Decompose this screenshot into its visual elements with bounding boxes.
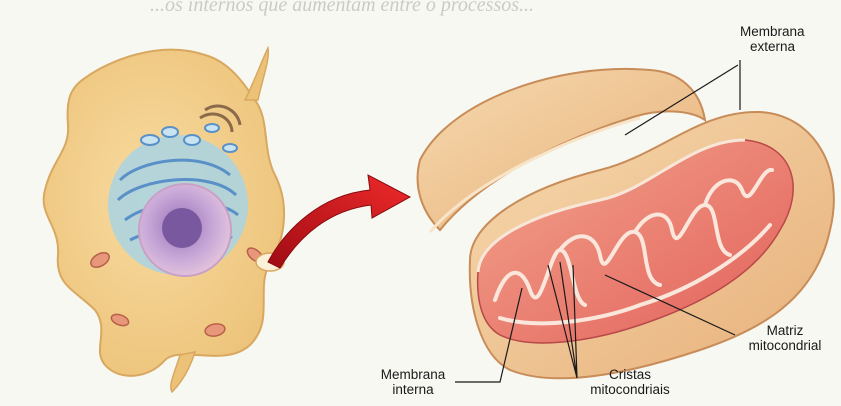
label-cristae-line1: Cristas xyxy=(575,367,685,382)
label-matrix-line2: mitocondrial xyxy=(735,338,835,353)
label-outer-membrane: Membrana externa xyxy=(740,24,805,54)
nucleolus xyxy=(162,208,202,248)
label-cristae-line2: mitocondriais xyxy=(575,382,685,397)
label-inner-membrane: Membrana interna xyxy=(368,367,458,397)
label-outer-membrane-line2: externa xyxy=(740,39,805,54)
cell-pseudopod-lower xyxy=(171,352,195,392)
label-outer-membrane-line1: Membrana xyxy=(740,24,805,39)
label-inner-membrane-line1: Membrana xyxy=(368,367,458,382)
animal-cell xyxy=(44,48,284,392)
label-inner-membrane-line2: interna xyxy=(368,382,458,397)
label-cristae: Cristas mitocondriais xyxy=(575,367,685,397)
cell-pseudopod xyxy=(245,48,268,100)
pointer-arrow xyxy=(268,175,410,268)
label-matrix-line1: Matriz xyxy=(735,323,835,338)
label-matrix: Matriz mitocondrial xyxy=(735,323,835,353)
